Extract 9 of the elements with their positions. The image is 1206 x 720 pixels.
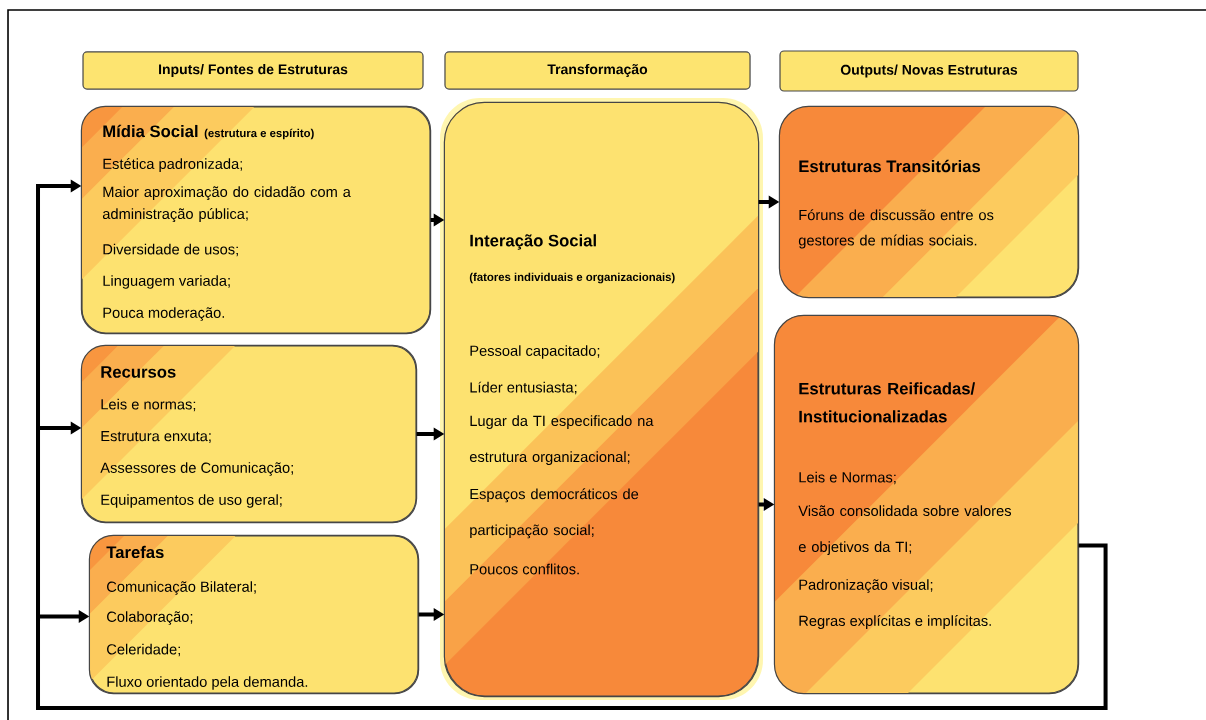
input-box: Mídia Social (estrutura e espírito) Estética padronizada; Maior aproximação do cidadão com a administração pública; Diversidade de usos; Linguagem variada; Pouca moderação. xyxy=(80,105,432,335)
input-box: Recursos Leis e normas; Estrutura enxuta; Assessores de Comunicação; Equipamentos de uso geral; xyxy=(80,344,418,524)
output-box: Estruturas Reificadas/ Institucionalizadas Leis e Normas; Visão consolidada sobre valores e objetivos da TI; Padronização visual; Regras explícitas e implícitas. xyxy=(773,314,1080,695)
column-header: Inputs/ Fontes de Estruturas xyxy=(82,51,424,90)
output-box: Estruturas Transitórias Fóruns de discussão entre os gestores de mídias sociais. xyxy=(778,105,1080,299)
column-header: Outputs/ Novas Estruturas xyxy=(779,50,1079,92)
input-box: Tarefas Comunicação Bilateral; Colaboração; Celeridade; Fluxo orientado pela demanda. xyxy=(88,534,420,695)
process-box: Interação Social (fatores individuais e organizacionais) Pessoal capacitado; Líder entusiasta; Lugar da TI especificado na estrutura organizacional; Espaços democráticos de participação social; Poucos conflitos. xyxy=(440,98,763,700)
column-header: Transformação xyxy=(444,51,751,90)
